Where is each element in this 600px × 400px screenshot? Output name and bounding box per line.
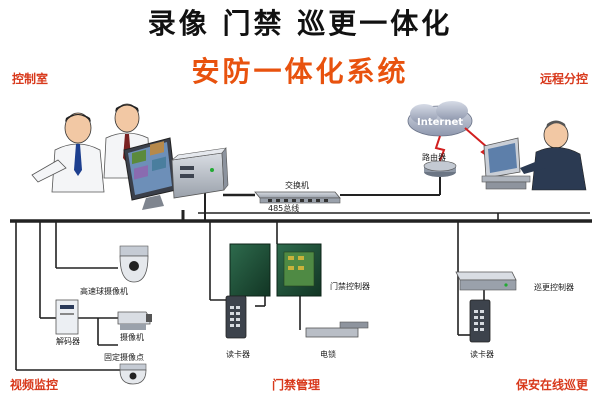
card-reader-icon-2 (469, 299, 491, 343)
patrol-controller-icon (455, 271, 517, 291)
speed-dome-camera-icon (119, 245, 149, 283)
dvr-server-icon (170, 147, 229, 199)
decoder-label: 解码器 (56, 336, 80, 346)
electric-lock-icon (305, 321, 369, 338)
internet-cloud-icon (407, 101, 473, 137)
network-switch-icon (254, 191, 341, 204)
card-reader-label-1: 读卡器 (226, 349, 250, 359)
internet-label: Internet (417, 117, 463, 128)
control-room-label: 控制室 (12, 72, 49, 86)
access-panel-icon (229, 243, 322, 297)
monitor-icon (123, 137, 177, 210)
bus-485-label: 485总线 (268, 203, 299, 213)
card-reader-icon-1 (225, 295, 247, 339)
fixed-camera-icon (119, 363, 147, 385)
fixed-camera-label: 固定摄像点 (104, 352, 144, 362)
main-title: 录像 门禁 巡更一体化 (147, 7, 453, 40)
camera-label: 摄像机 (120, 332, 144, 342)
box-camera-icon (117, 311, 152, 330)
switch-label: 交换机 (285, 180, 309, 190)
access-control-label: 门禁管理 (272, 378, 321, 392)
patrol-controller-label: 巡更控制器 (534, 282, 574, 292)
remote-station-label: 远程分控 (540, 72, 589, 86)
decoder-icon (55, 299, 79, 335)
operator-left (31, 112, 105, 193)
router-icon (423, 160, 457, 177)
electric-lock-label: 电锁 (320, 349, 336, 359)
patrol-label: 保安在线巡更 (516, 378, 589, 392)
video-monitoring-label: 视频监控 (10, 378, 59, 392)
door-controller-label: 门禁控制器 (330, 281, 370, 291)
remote-station-illustration (481, 120, 587, 191)
router-label: 路由器 (422, 152, 446, 162)
system-subtitle: 安防一体化系统 (191, 55, 409, 88)
card-reader-label-2: 读卡器 (470, 349, 494, 359)
dome-camera-label: 高速球摄像机 (80, 286, 128, 296)
